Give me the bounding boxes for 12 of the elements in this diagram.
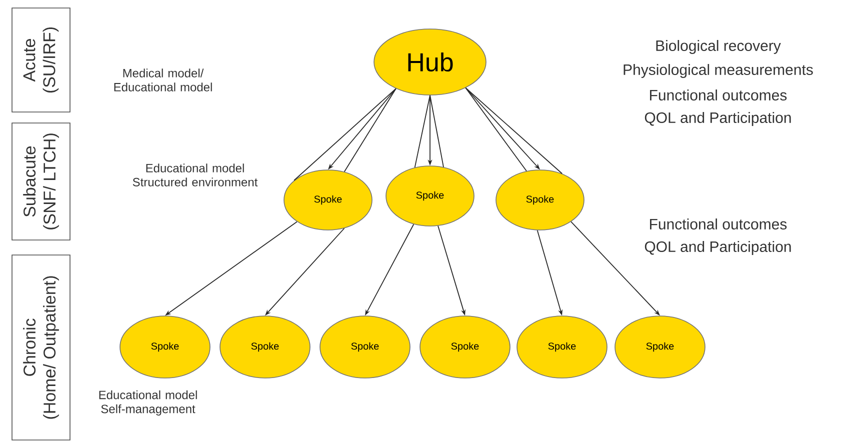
note-text: Educational model Self-management	[99, 390, 197, 416]
note-text: Medical model/ Educational model	[114, 68, 212, 92]
note-text: Functional outcomes	[650, 89, 787, 100]
note-text: QOL and Participation	[644, 112, 791, 126]
note-text: Functional outcomes	[650, 218, 787, 230]
stage-box: Subacute (SNF/ LTCH)	[12, 122, 70, 240]
stage-box: Chronic (Home/ Outpatient)	[12, 254, 70, 440]
stage-box: Acute (SU/IRF)	[12, 8, 70, 112]
note-text: Educational model Structured environment	[132, 164, 258, 186]
note-text: Biological recovery	[656, 40, 781, 54]
note-text: Physiological measurements	[624, 64, 813, 78]
note-text: QOL and Participation	[644, 241, 791, 255]
